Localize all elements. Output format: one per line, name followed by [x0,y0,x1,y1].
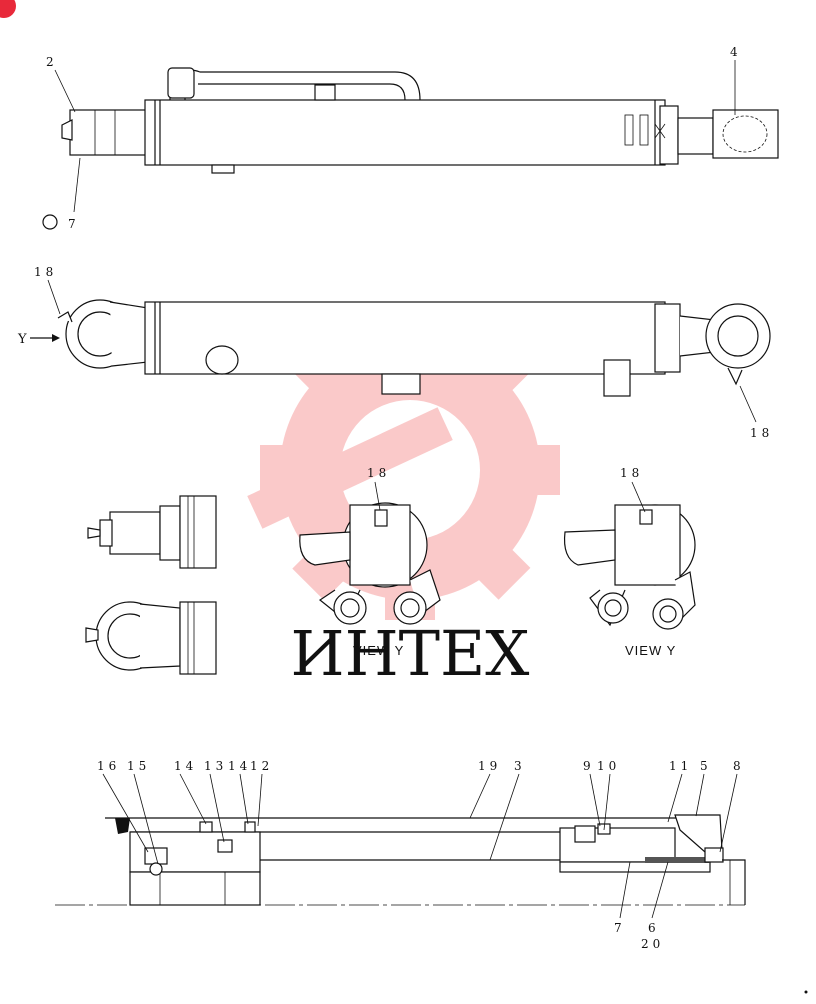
label-y: Y [17,332,27,347]
leader-lines [102,773,738,919]
label-14-b: 14 [228,759,251,773]
label-6: 6 [648,921,660,935]
label-18-b: 18 [750,426,773,440]
detail-views-left [85,495,217,675]
watermark-text: ИНТЕХ [291,617,530,690]
label-2: 2 [46,55,58,69]
label-18-d: 18 [620,466,643,480]
label-11: 11 [669,759,692,773]
label-16: 16 [97,759,120,773]
side-view-cylinder [57,299,771,397]
label-5: 5 [700,759,712,773]
top-view-cylinder [61,67,779,174]
section-view [55,814,746,906]
label-12: 12 [250,759,273,773]
label-10: 10 [597,759,620,773]
grease-nipple-icon [42,214,58,230]
label-3: 3 [514,759,526,773]
label-14: 14 [174,759,197,773]
view-y-2 [563,504,696,630]
section-labels: 16 15 14 13 14 12 19 3 9 10 11 5 8 7 6 2… [97,759,745,951]
view-y-1 [299,502,441,625]
label-19: 19 [478,759,501,773]
label-4: 4 [730,45,742,59]
view-y-caption-1: VIEW Y [353,643,404,658]
label-13: 13 [204,759,227,773]
label-7: 7 [68,217,80,231]
label-18-a: 18 [34,265,57,279]
label-8: 8 [733,759,745,773]
corner-badge-icon [0,0,16,18]
label-18-c: 18 [367,466,390,480]
label-9: 9 [583,759,595,773]
label-15: 15 [127,759,150,773]
label-20: 20 [641,937,664,951]
label-7-b: 7 [614,921,626,935]
view-y-caption-2: VIEW Y [625,643,676,658]
